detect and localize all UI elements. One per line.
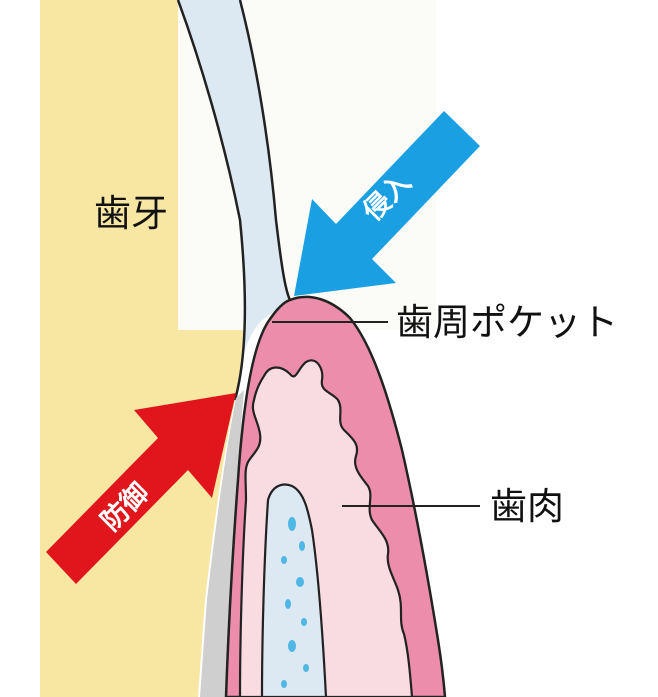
bone-dot xyxy=(296,577,304,587)
enamel-outline-left xyxy=(176,0,247,401)
bone-dot xyxy=(281,680,287,688)
pocket-label: 歯周ポケット xyxy=(396,301,618,344)
bone-dot xyxy=(285,599,291,609)
tooth-label: 歯牙 xyxy=(94,192,168,235)
bone-dots xyxy=(281,517,309,688)
alveolar-bone xyxy=(260,483,328,697)
bone-dot xyxy=(299,541,305,551)
invasion-arrow: 侵入 xyxy=(294,111,480,296)
invasion-arrow-shape xyxy=(294,111,480,296)
defense-arrow-shape xyxy=(46,393,236,584)
bone-dot xyxy=(303,664,309,672)
enamel-band xyxy=(178,0,290,360)
defense-arrow: 防御 xyxy=(46,393,236,584)
root-strip xyxy=(200,390,244,697)
bone-dot xyxy=(288,640,296,652)
gum-label: 歯肉 xyxy=(490,485,564,528)
bone-dot xyxy=(281,556,287,564)
enamel-outline-right xyxy=(238,0,292,301)
bone-dot xyxy=(301,618,307,626)
bone-dot xyxy=(288,517,296,531)
